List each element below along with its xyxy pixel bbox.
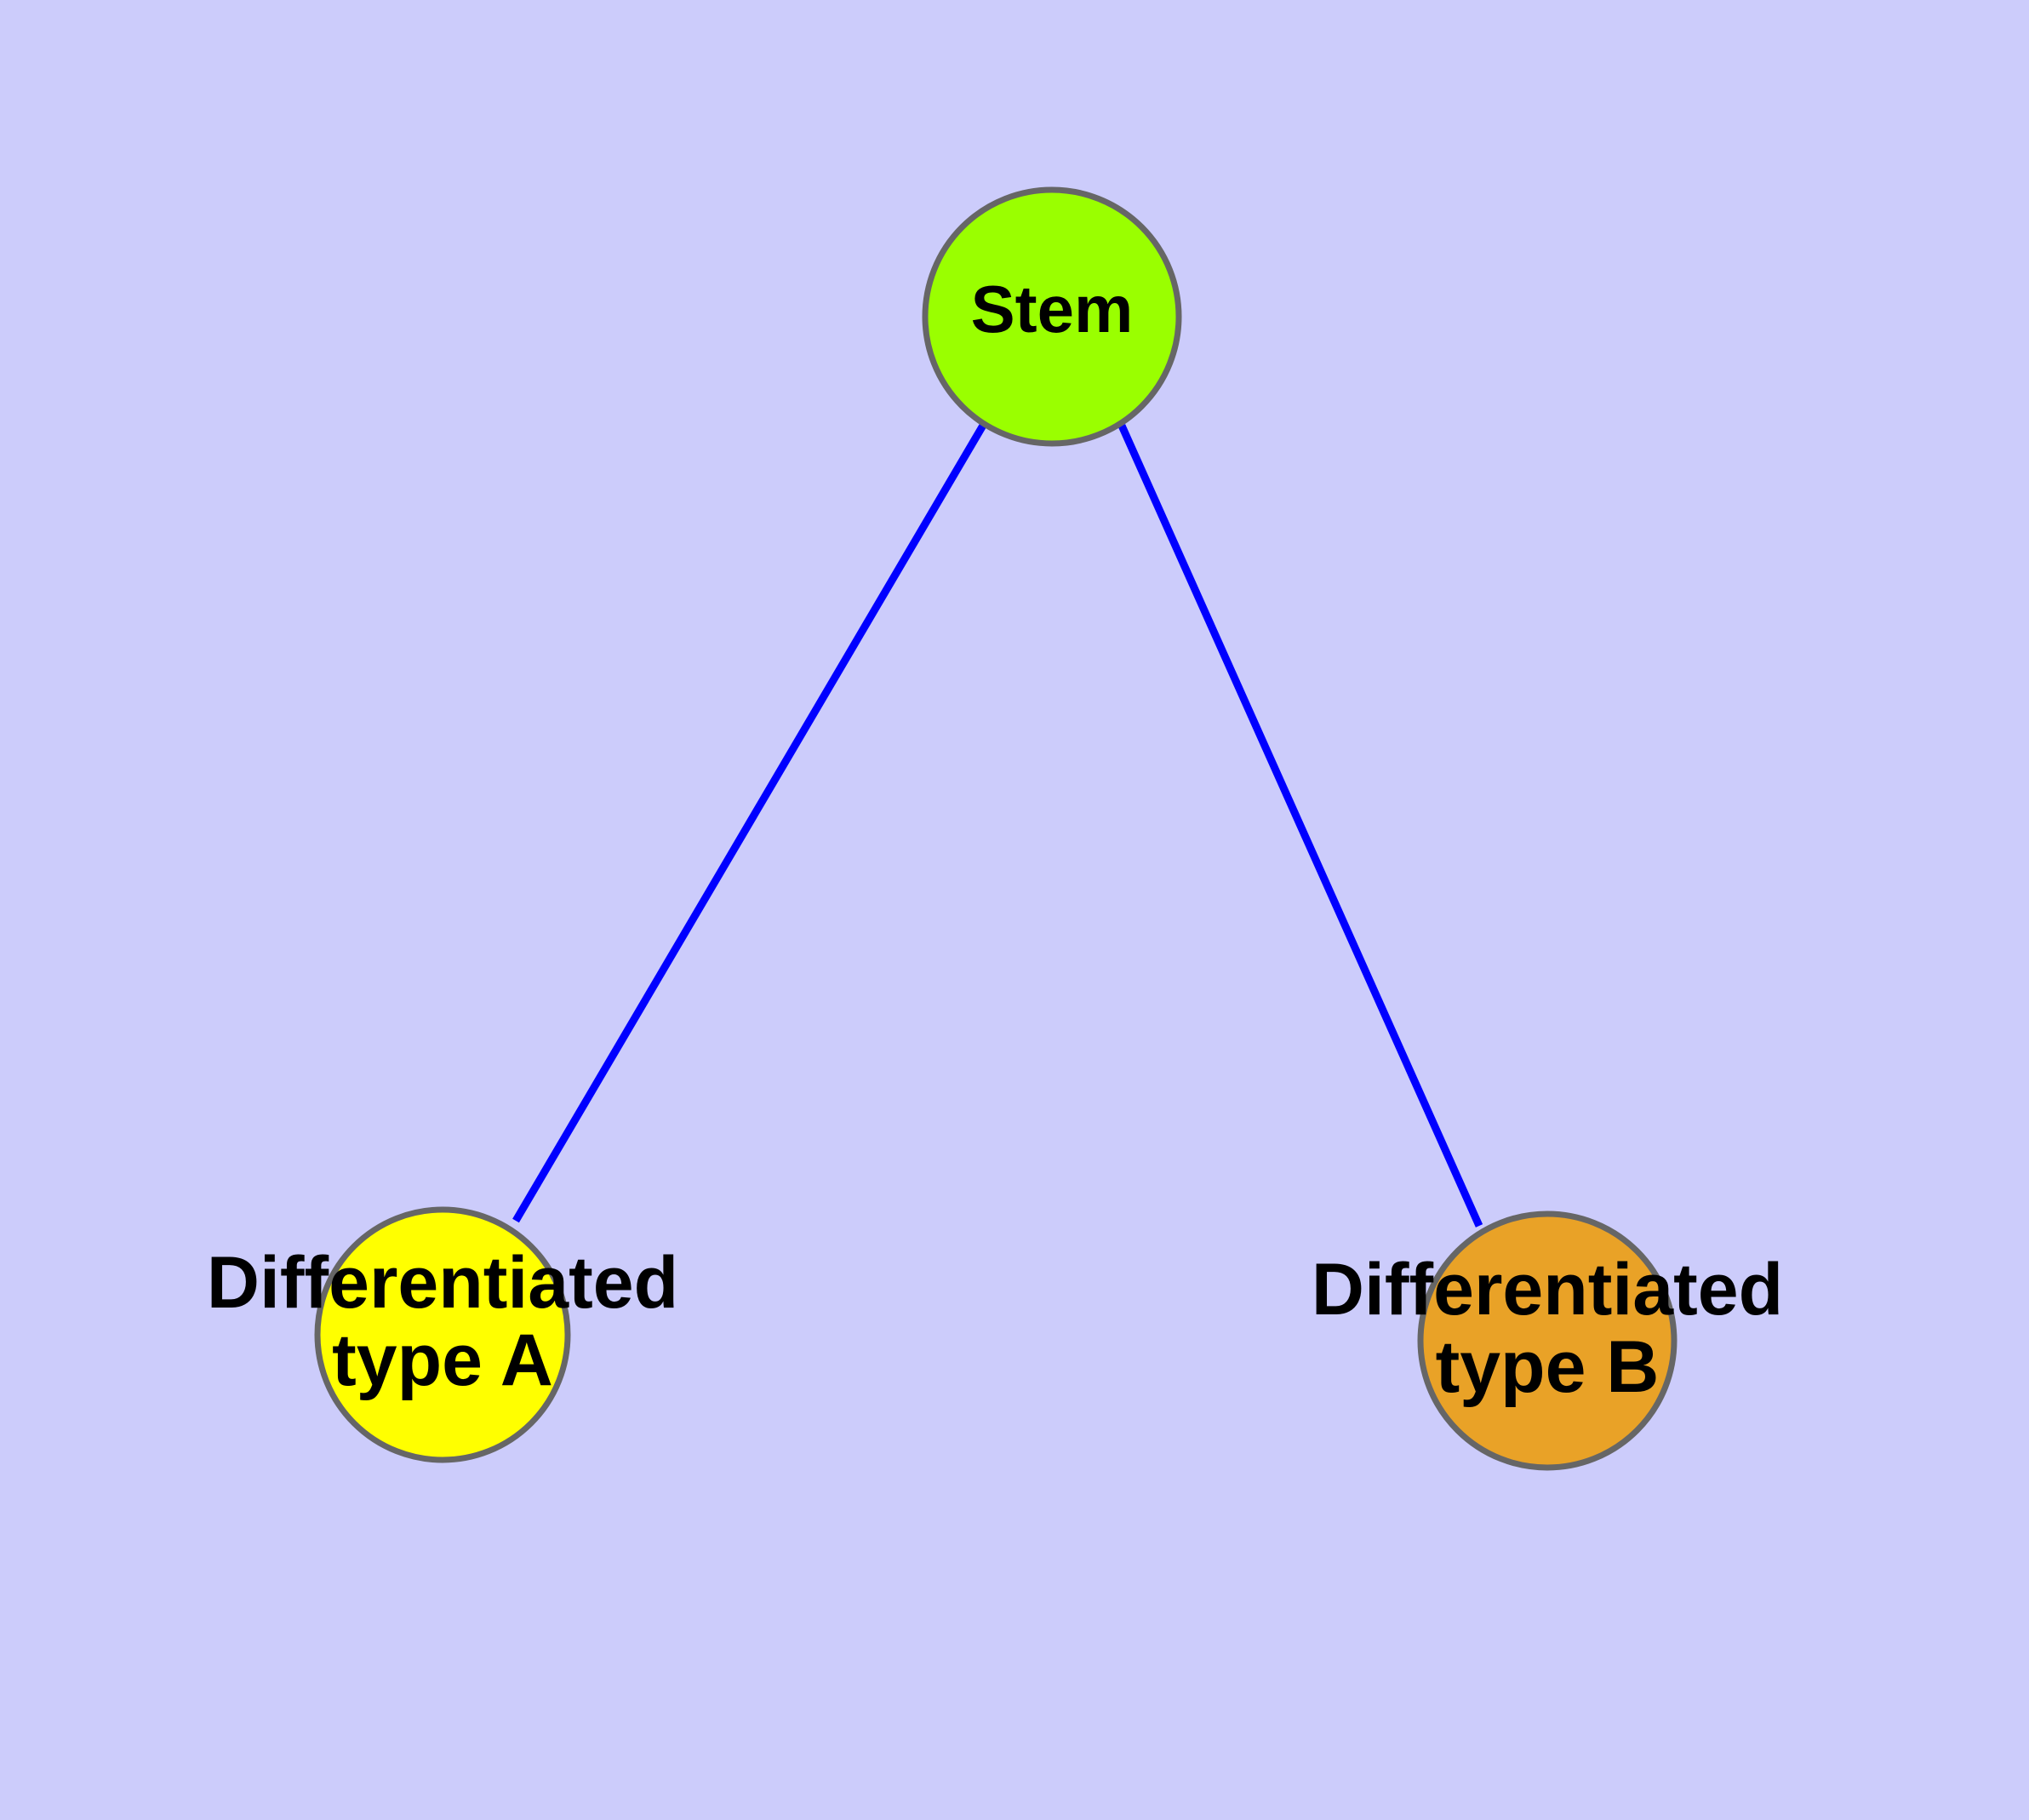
node-stem[interactable] (922, 186, 1182, 447)
node-differentiated-a[interactable] (314, 1206, 571, 1463)
edge-stem-to-differentiated-b[interactable] (1117, 424, 1483, 1228)
node-differentiated-b[interactable] (1417, 1210, 1677, 1471)
edge-layer (512, 421, 1483, 1228)
node-layer (314, 186, 1677, 1471)
edge-stem-to-differentiated-a[interactable] (512, 421, 987, 1223)
